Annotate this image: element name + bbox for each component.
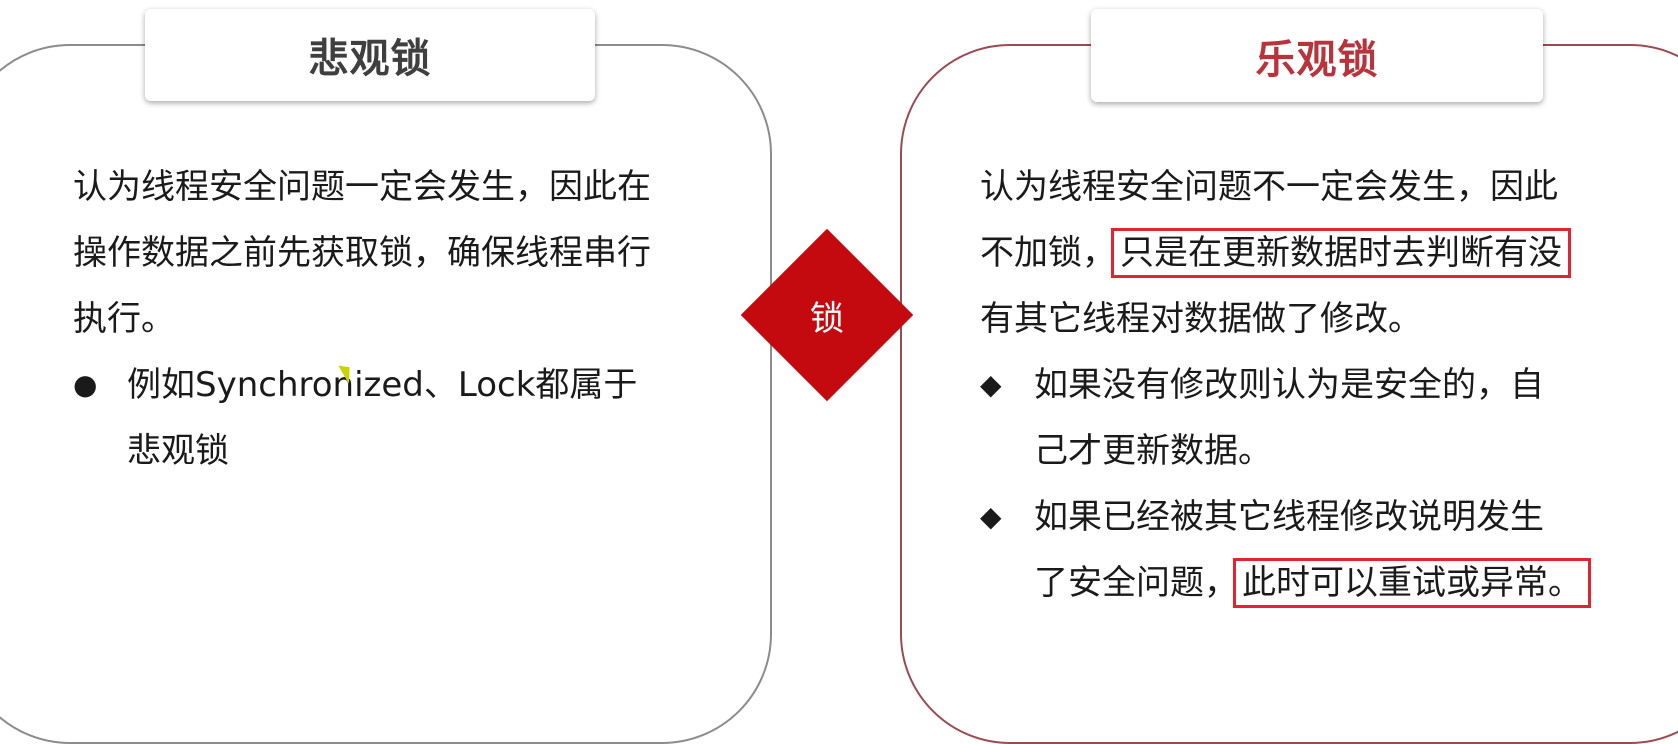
bullet-item-continuation: 了安全问题，此时可以重试或异常。 [980, 550, 1620, 616]
text-line: 不加锁，只是在更新数据时去判断有没 [980, 220, 1620, 286]
bullet-item-continuation: 己才更新数据。 [980, 418, 1620, 484]
text-segment: 不加锁， [980, 233, 1116, 273]
pessimistic-description: 认为线程安全问题一定会发生，因此在 操作数据之前先获取锁，确保线程串行 执行。 … [73, 154, 713, 484]
bullet-dot-icon: ● [73, 368, 98, 401]
text-line: 有其它线程对数据做了修改。 [980, 299, 1422, 339]
optimistic-lock-panel [900, 44, 1678, 744]
bullet-text: 例如Synchronized、Lock都属于 [127, 365, 638, 405]
highlighted-text: 只是在更新数据时去判断有没 [1111, 228, 1571, 278]
optimistic-lock-title: 乐观锁 [1091, 9, 1543, 102]
bullet-item: ◆ 如果没有修改则认为是安全的，自 [980, 352, 1620, 418]
bullet-text: 如果没有修改则认为是安全的，自 [1034, 365, 1544, 405]
text-line: 操作数据之前先获取锁，确保线程串行 [73, 233, 651, 273]
bullet-text: 己才更新数据。 [1034, 431, 1272, 471]
highlighted-text: 此时可以重试或异常。 [1233, 558, 1591, 608]
bullet-diamond-icon: ◆ [980, 368, 1002, 401]
text-line: 认为线程安全问题不一定会发生，因此 [980, 167, 1558, 207]
optimistic-description: 认为线程安全问题不一定会发生，因此 不加锁，只是在更新数据时去判断有没 有其它线… [980, 154, 1620, 616]
bullet-item-continuation: 悲观锁 [73, 418, 713, 484]
text-line: 认为线程安全问题一定会发生，因此在 [73, 167, 651, 207]
bullet-item: ◆ 如果已经被其它线程修改说明发生 [980, 484, 1620, 550]
lock-diamond-label: 锁 [810, 298, 844, 339]
pessimistic-lock-title: 悲观锁 [145, 9, 595, 101]
pessimistic-lock-panel [0, 44, 772, 744]
bullet-item: ● 例如Synchronized、Lock都属于 [73, 352, 713, 418]
text-segment: 了安全问题， [1034, 563, 1238, 603]
text-line: 执行。 [73, 299, 175, 339]
bullet-text: 如果已经被其它线程修改说明发生 [1034, 497, 1544, 537]
bullet-diamond-icon: ◆ [980, 500, 1002, 533]
bullet-text: 悲观锁 [127, 431, 229, 471]
